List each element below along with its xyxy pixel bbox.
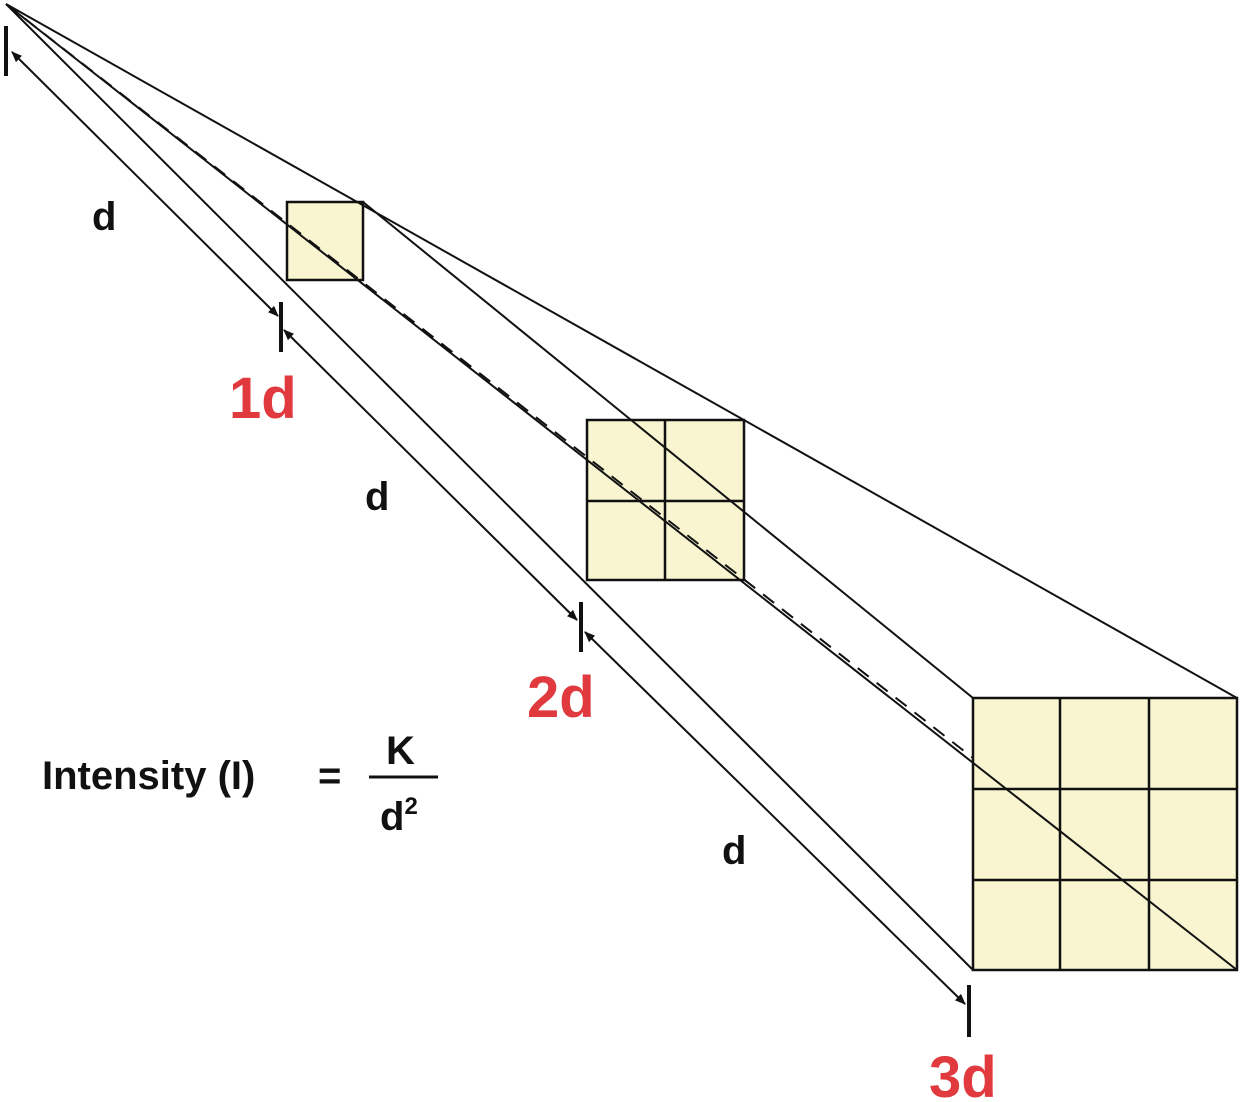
formula-lhs: Intensity (I)	[42, 754, 255, 798]
segment-label-3: d	[722, 829, 746, 873]
square-3d	[971, 696, 1239, 972]
projection-lines	[5, 3, 1238, 971]
denominator-exponent: 2	[404, 793, 417, 820]
arrow-segment-1	[11, 51, 279, 317]
formula-numerator: K	[386, 729, 415, 773]
denominator-base: d	[380, 795, 404, 839]
formula-denominator: d2	[380, 793, 418, 839]
square-1d	[285, 200, 365, 282]
marker-label-3d: 3d	[929, 1045, 997, 1102]
formula-equals: =	[318, 754, 341, 798]
segment-label-2: d	[365, 475, 389, 519]
segment-label-1: d	[92, 195, 116, 239]
intensity-formula: Intensity (I) = K d2	[42, 729, 438, 839]
arrow-segment-2	[283, 329, 578, 621]
square-2d	[585, 418, 746, 582]
distance-arrows	[11, 51, 966, 1005]
marker-label-1d: 1d	[229, 366, 297, 431]
marker-label-2d: 2d	[527, 665, 595, 730]
tick-marks	[4, 26, 971, 1037]
arrow-segment-3	[584, 631, 966, 1005]
center-axis-dashed	[5, 3, 974, 759]
